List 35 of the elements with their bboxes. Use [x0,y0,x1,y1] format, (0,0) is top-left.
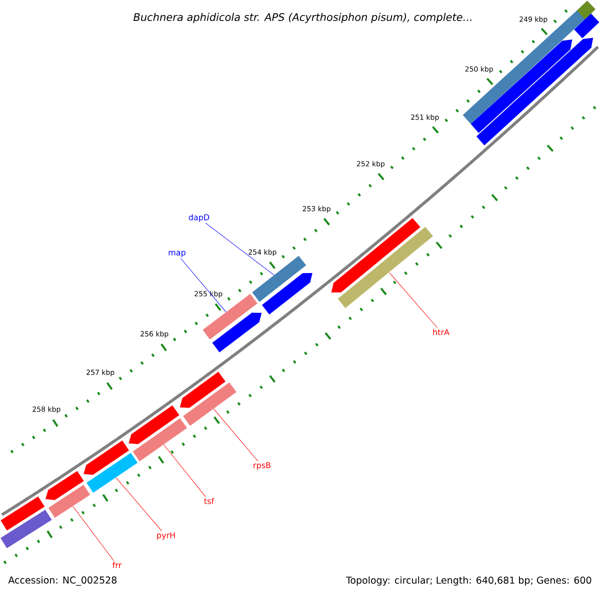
gene-label: dapD [188,214,210,222]
gene-label: frr [112,562,122,568]
leader-line [180,258,226,312]
gene-bar [84,440,130,475]
topology-text: Topology: circular; Length: 640,681 bp; Genes: 600 [346,576,592,586]
gene-label: pyrH [157,532,175,540]
gene-bar [48,484,90,518]
leader-line [164,444,206,497]
gene-bar [574,14,600,38]
leader-line [214,408,258,462]
gene-bar [86,452,138,493]
leader-line [72,506,114,561]
leader-line [389,272,438,328]
gene-bar [128,405,180,444]
gene-bar [45,470,84,500]
gene-bar [183,382,236,426]
leader-line [116,477,162,532]
gene-bar [0,510,52,548]
gene-label: htrA [433,328,450,336]
gene-bar [338,226,434,308]
gene-label: tsf [204,498,214,504]
gene-bar [576,0,596,20]
gene-bar [476,38,594,146]
gene-label: rpsB [254,462,270,470]
gene-bar [132,418,188,462]
gene-bar [262,273,312,314]
gene-label: map [168,250,186,258]
gene-bar [180,372,226,408]
leader-line [205,222,274,276]
accession-text: Accession: NC_002528 [8,576,117,586]
gene-bar [331,218,420,293]
gene-bar [252,256,306,302]
title: Buchnera aphidicola str. APS (Acyrthosiphon pisum), complete... [134,12,472,24]
gene-bar [0,496,45,530]
gene-bar [212,312,262,352]
